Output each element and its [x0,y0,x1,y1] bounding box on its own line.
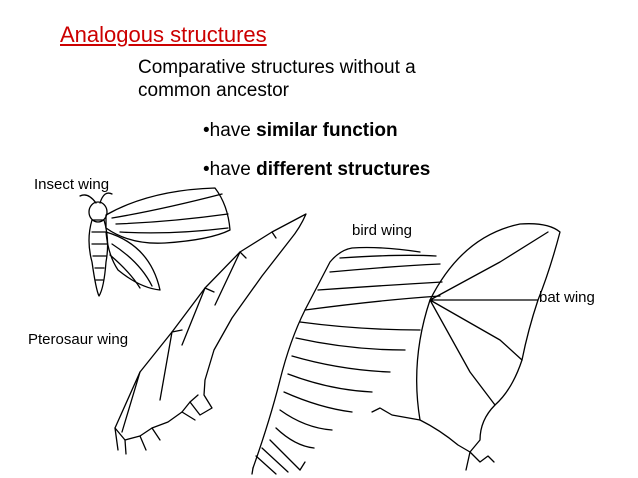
slide-subtitle: Comparative structures without a common … [138,57,416,101]
pterosaur-wing-drawing [114,213,307,455]
bullet-bold-text: different structures [256,159,431,180]
bullet-prefix: •have [203,159,257,180]
bullet-similar-function: •have similar function [203,120,398,142]
bird-wing-label: bird wing [352,222,413,239]
bullet-bold-text: similar function [256,120,398,141]
bat-wing-label: bat wing [539,289,595,306]
pterosaur-wing-label: Pterosaur wing [28,331,129,348]
bullet-different-structures: •have different structures [203,159,430,181]
bullet-prefix: •have [203,120,257,141]
insect-wing-drawing [79,187,231,297]
bird-wing-drawing [251,246,443,475]
slide-title: Analogous structures [60,22,267,47]
insect-wing-label: Insect wing [34,176,110,193]
bat-wing-drawing [371,223,561,471]
